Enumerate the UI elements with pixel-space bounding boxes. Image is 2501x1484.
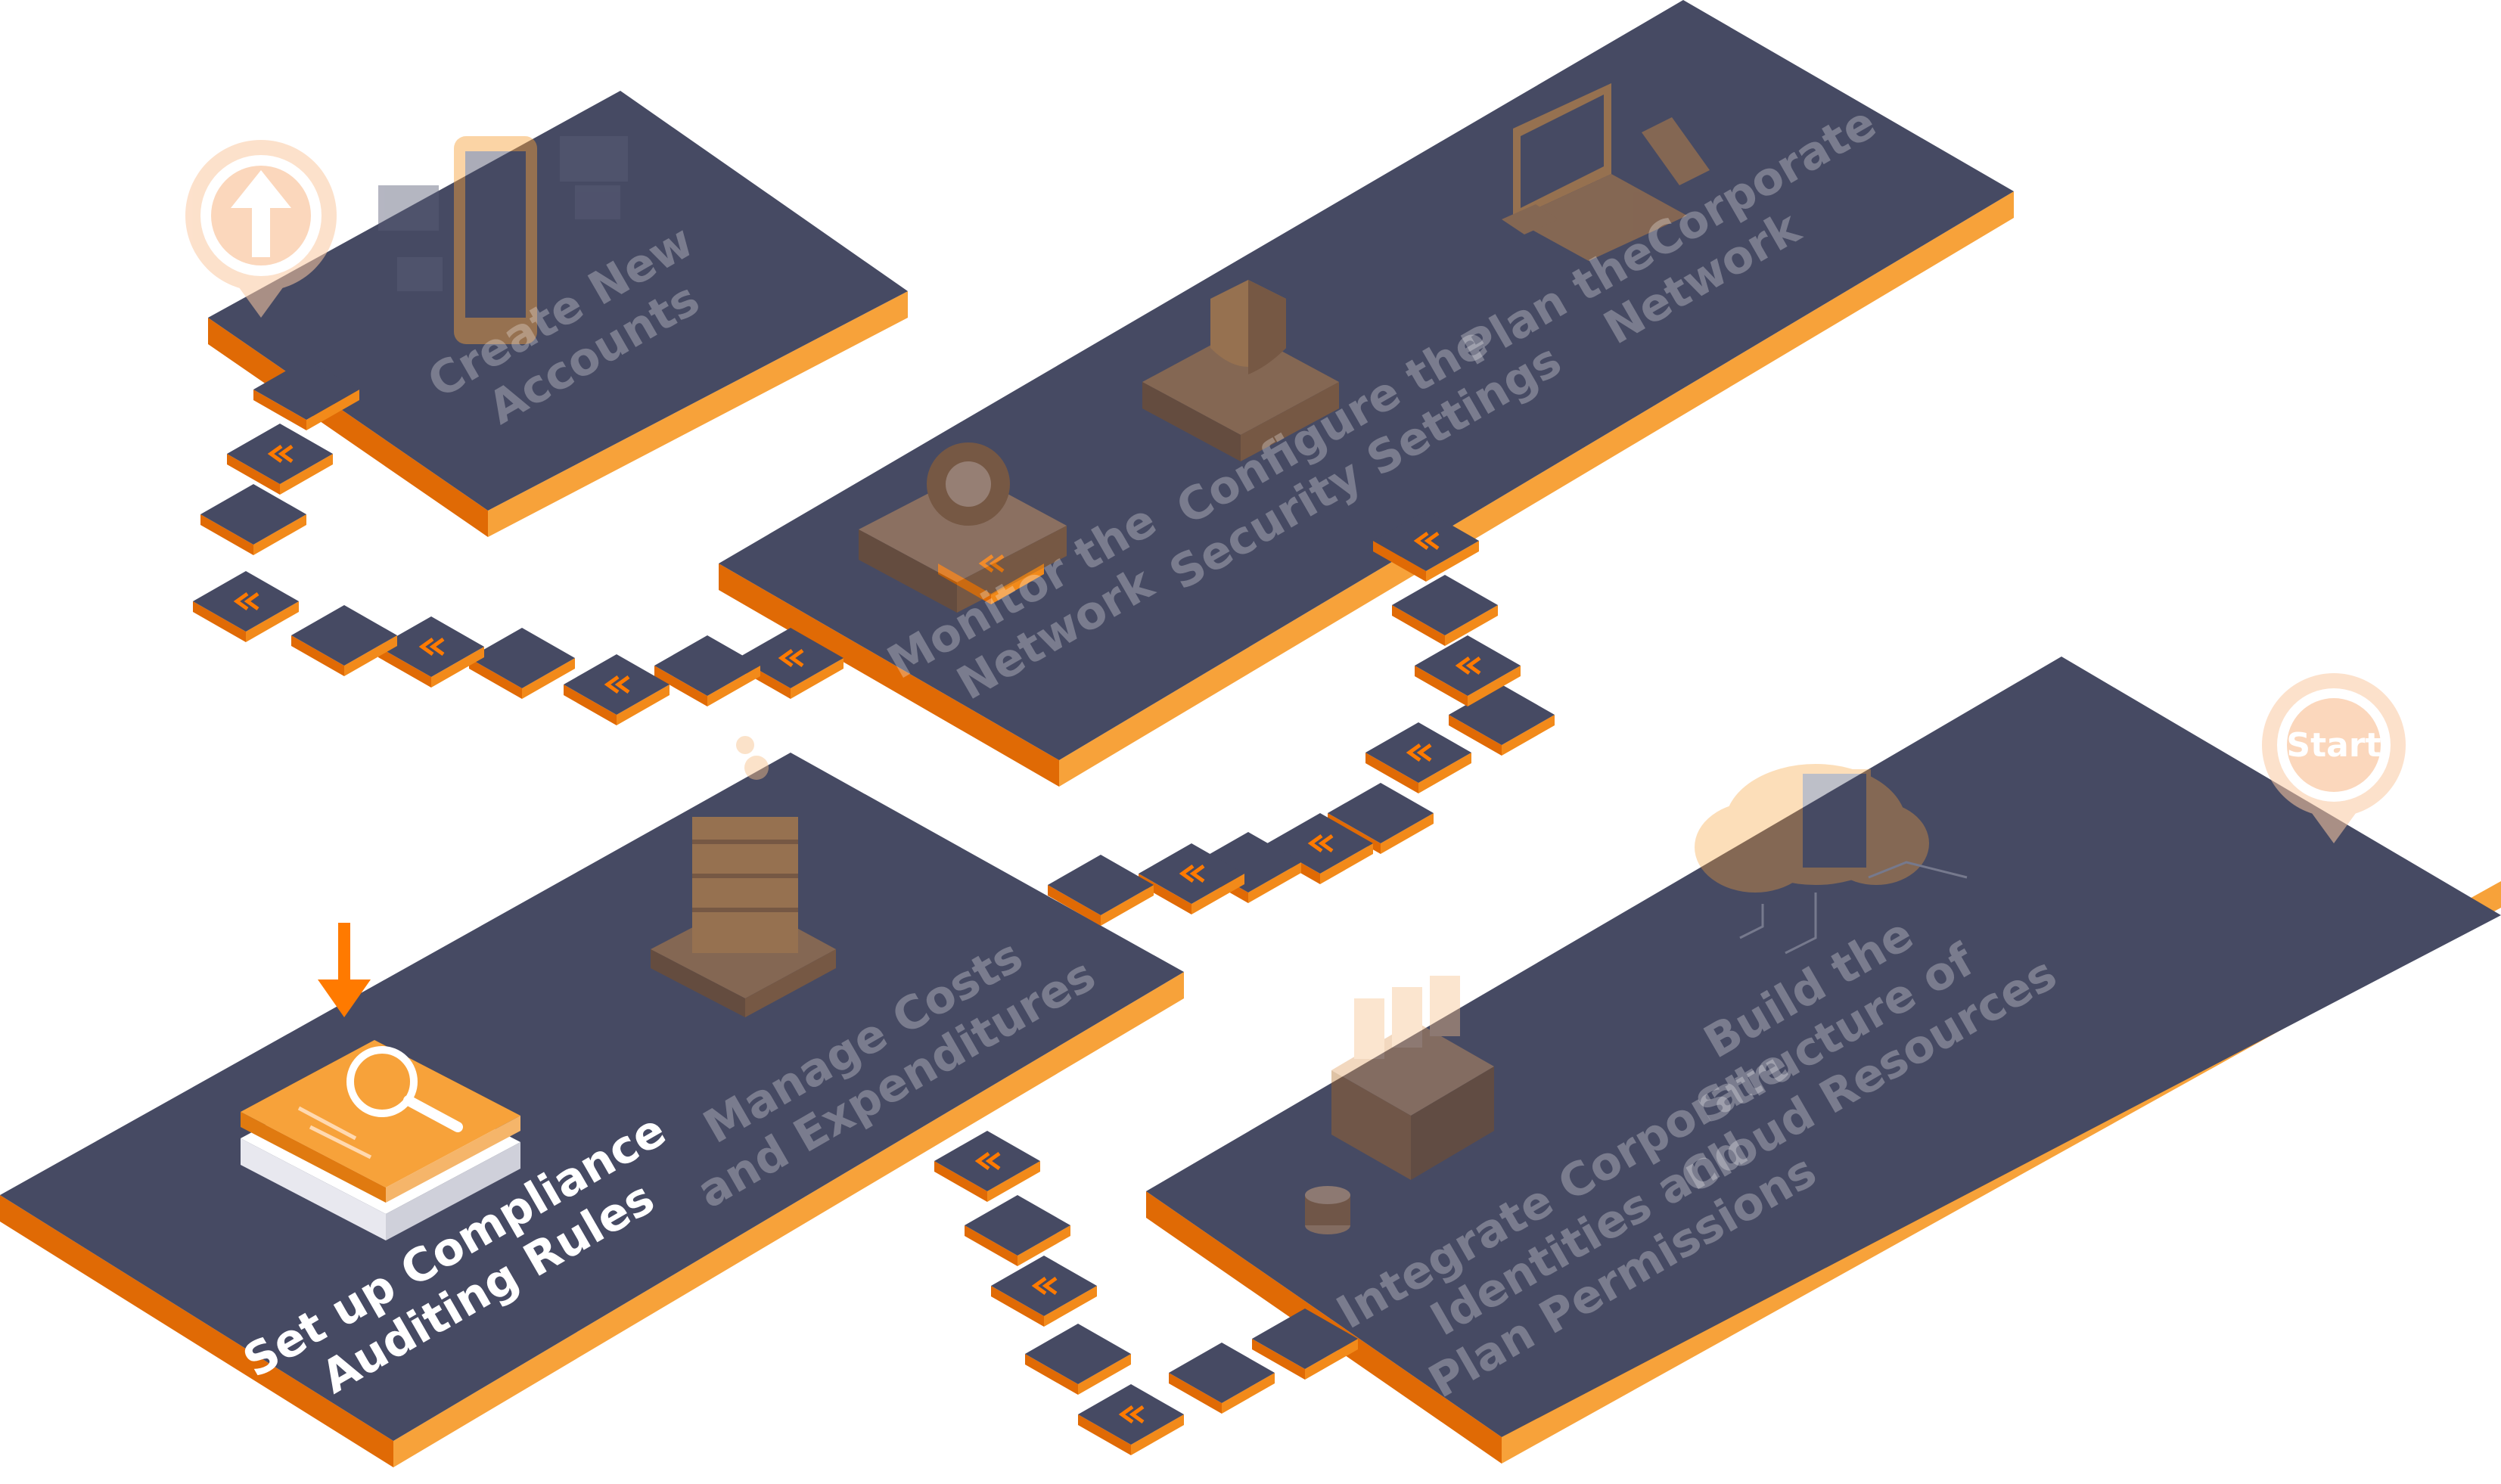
path-tile [965, 1195, 1070, 1266]
platform-top-left [208, 91, 908, 537]
path-tile [1139, 843, 1244, 914]
path-tile [1415, 635, 1521, 706]
start-label: Start [2286, 726, 2381, 765]
path-tile [1169, 1343, 1275, 1414]
double-chevron-left-icon [1455, 656, 1481, 675]
path-tile [1373, 511, 1479, 582]
location-pin-icon [2262, 673, 2406, 843]
path-tile [378, 616, 484, 688]
mobile-phone-icon [378, 136, 628, 344]
compliance-document-icon [241, 1040, 520, 1240]
path-tile [1392, 575, 1498, 646]
path-tile [991, 1256, 1097, 1327]
down-arrow-icon [318, 923, 371, 1017]
server-stack-icon [651, 736, 836, 1017]
double-chevron-left-icon [1179, 864, 1205, 883]
path-tile [1025, 1324, 1131, 1395]
laptop-icon [1502, 83, 1710, 261]
double-chevron-left-icon [978, 554, 1005, 573]
double-chevron-left-icon [233, 591, 259, 611]
shield-icon [1142, 280, 1339, 461]
double-chevron-left-icon [1031, 1276, 1058, 1296]
double-chevron-left-icon [418, 637, 445, 657]
double-chevron-left-icon [1307, 834, 1334, 853]
path-tile [1048, 855, 1154, 926]
platform-bottom-left [0, 753, 1184, 1467]
path-tiles [193, 359, 1555, 1455]
path-tile [200, 484, 306, 555]
double-chevron-left-icon [1118, 1405, 1145, 1424]
path-tile [1252, 1309, 1358, 1380]
path-tile [469, 628, 575, 699]
path-tile [227, 424, 333, 495]
double-chevron-left-icon [974, 1151, 1001, 1171]
path-tile [253, 359, 359, 430]
double-chevron-left-icon [1413, 531, 1440, 551]
double-chevron-left-icon [1406, 743, 1432, 762]
path-tile [1365, 722, 1471, 793]
cloud-icon [1695, 764, 1968, 955]
double-chevron-left-icon [267, 444, 294, 464]
identity-machine-icon [1305, 976, 1494, 1234]
path-tile [291, 605, 397, 676]
double-chevron-left-icon [604, 675, 630, 694]
path-tile [938, 533, 1044, 604]
upload-arrow-pin-icon [185, 140, 337, 318]
path-tile [1078, 1384, 1184, 1455]
double-chevron-left-icon [778, 648, 804, 668]
path-tile [934, 1131, 1040, 1202]
path-tile [564, 654, 670, 725]
path-tile [193, 571, 299, 642]
camera-icon [859, 442, 1067, 613]
path-tile [654, 635, 760, 706]
